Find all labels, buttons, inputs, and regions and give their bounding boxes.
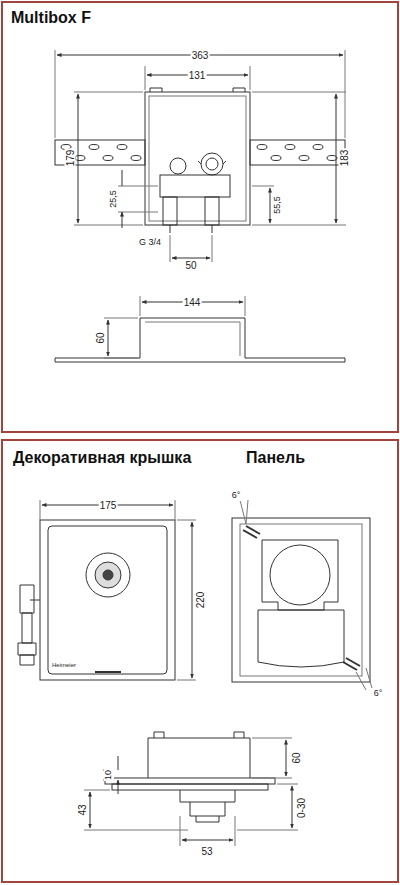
dimension-label: G 3/4 bbox=[138, 238, 162, 248]
rail-slot bbox=[285, 145, 295, 150]
rail-slot bbox=[131, 156, 141, 161]
rail-slot bbox=[271, 156, 281, 161]
rail-slot bbox=[103, 156, 113, 161]
rail-slot bbox=[257, 145, 267, 150]
drawing-panel: Multibox F bbox=[1, 1, 399, 433]
rail-slot bbox=[75, 156, 85, 161]
dimension-label: 50 bbox=[184, 260, 197, 271]
dimension-label: 25,5 bbox=[109, 189, 119, 209]
dimension-label: 0-30 bbox=[296, 797, 307, 819]
panel-heading: Декоративная крышка bbox=[13, 449, 191, 467]
dimension-label: 60 bbox=[291, 751, 302, 764]
cover-drawing bbox=[18, 500, 372, 846]
dimension-label: 55,5 bbox=[273, 195, 283, 215]
panel-heading: Панель bbox=[246, 449, 305, 467]
rail-slot bbox=[117, 145, 127, 150]
dimension-label: Heimeier bbox=[51, 662, 77, 669]
dimension-label: 6° bbox=[373, 689, 384, 699]
rail-slot bbox=[89, 145, 99, 150]
dimension-label: 363 bbox=[191, 50, 210, 61]
dimension-label: 10 bbox=[104, 769, 114, 781]
dimension-label: 144 bbox=[183, 297, 202, 308]
panel-heading: Multibox F bbox=[11, 9, 91, 27]
dimension-label: 131 bbox=[188, 70, 207, 81]
dimension-label: 6° bbox=[231, 491, 242, 501]
multibox-drawing bbox=[55, 50, 346, 362]
dimension-label: 183 bbox=[339, 149, 350, 168]
dimension-label: 43 bbox=[77, 803, 88, 816]
rail-slot bbox=[313, 145, 323, 150]
dimension-label: 53 bbox=[200, 846, 213, 857]
dimension-label: 220 bbox=[195, 591, 206, 610]
dimension-label: 175 bbox=[99, 500, 118, 511]
rail-slot bbox=[299, 156, 309, 161]
dimension-label: 60 bbox=[95, 331, 106, 344]
dimension-label: 179 bbox=[65, 149, 76, 168]
